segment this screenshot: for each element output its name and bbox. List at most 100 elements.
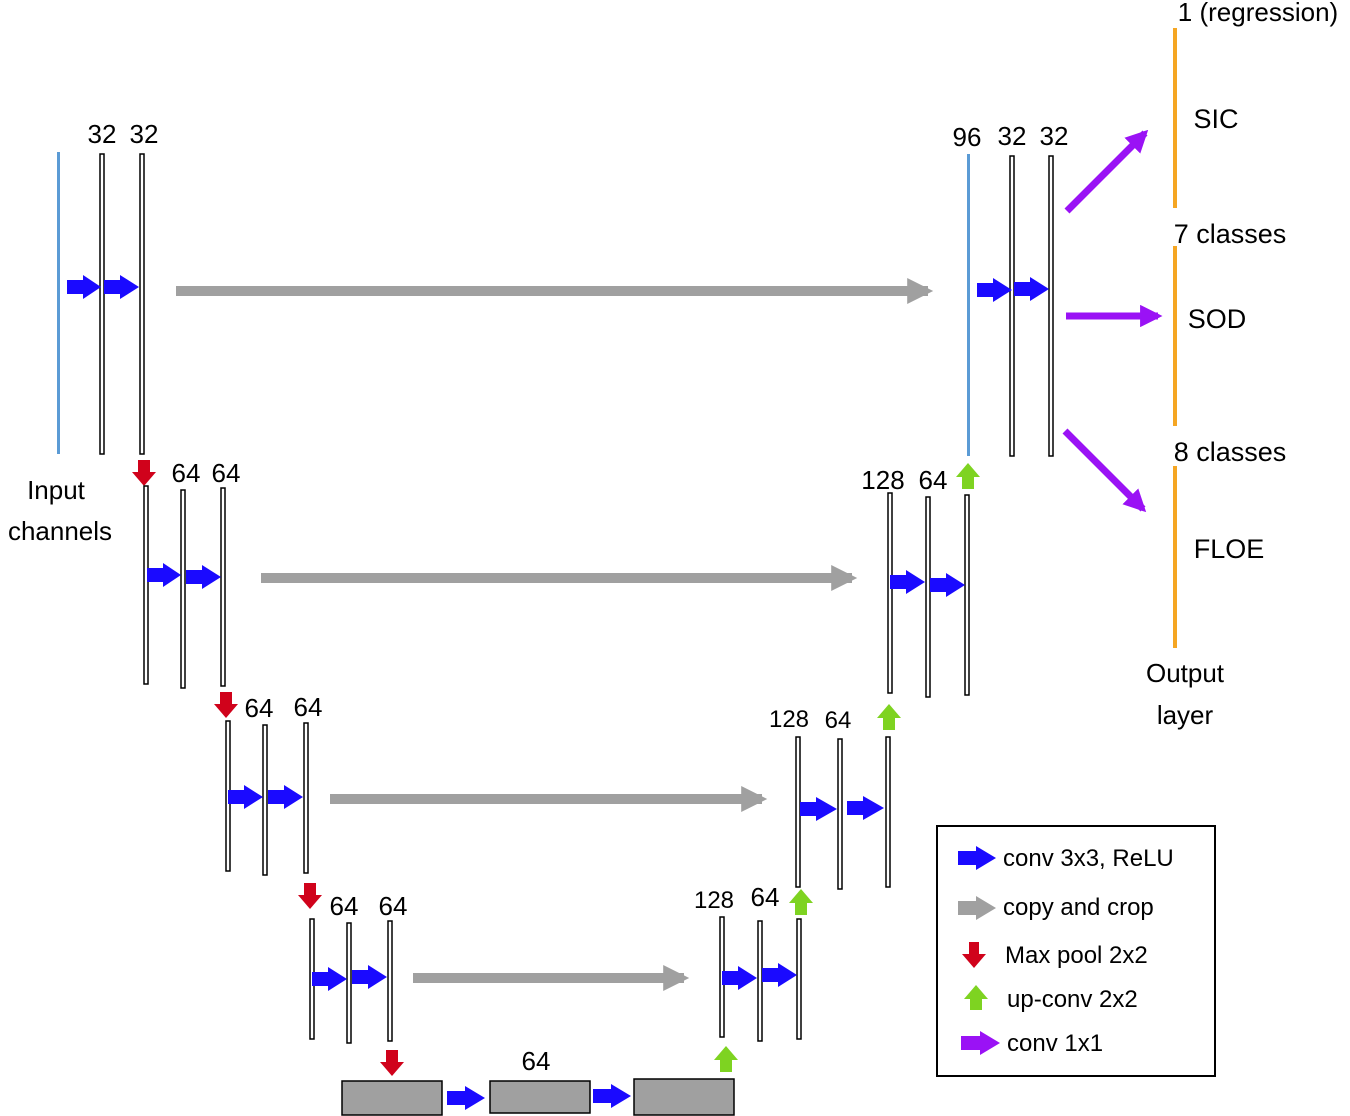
- channel-label: 128: [694, 887, 734, 914]
- output-bar-floe: [1173, 466, 1177, 648]
- feature-map: [796, 918, 802, 1040]
- conv-arrow: [930, 573, 965, 597]
- feature-map: [795, 736, 801, 888]
- conv-arrow: [352, 965, 387, 989]
- output-bar-sic: [1173, 28, 1177, 208]
- bottleneck: 64: [341, 1046, 735, 1116]
- conv-arrow: [312, 967, 347, 991]
- conv1x1-arrow-sic: [1064, 129, 1149, 214]
- channel-label: 64: [919, 465, 948, 495]
- channel-label: 64: [522, 1046, 551, 1076]
- feature-map: [757, 920, 763, 1042]
- channel-label: 32: [1040, 121, 1069, 151]
- channel-label: 32: [130, 119, 159, 149]
- sic-channels-label: 1 (regression): [1178, 0, 1338, 27]
- legend-pool-icon: [962, 942, 986, 968]
- conv-arrow: [268, 785, 303, 809]
- decoder-level-1: 96 32 32: [953, 121, 1069, 489]
- legend-pool-label: Max pool 2x2: [1005, 942, 1148, 969]
- conv-arrow: [722, 966, 757, 990]
- feature-map: [139, 153, 145, 455]
- output-layer-label: Output: [1146, 658, 1225, 688]
- input-channels-bar: [57, 152, 60, 454]
- max-pool-arrow: [380, 1050, 404, 1076]
- up-conv-arrow: [877, 704, 901, 730]
- decoder-level-4: 128 64: [694, 882, 802, 1072]
- up-conv-arrow: [956, 463, 980, 489]
- feature-map: [837, 738, 843, 890]
- channel-label: 96: [953, 122, 982, 152]
- conv-arrow: [67, 275, 101, 299]
- legend-copy-label: copy and crop: [1003, 894, 1154, 921]
- floe-channels-label: 8 classes: [1174, 437, 1287, 467]
- conv-arrow: [800, 797, 837, 821]
- conv1x1-arrow-floe: [1062, 428, 1147, 513]
- conv-arrow: [1014, 277, 1049, 301]
- legend: conv 3x3, ReLU copy and crop Max pool 2x…: [936, 825, 1216, 1077]
- legend-conv1x1-label: conv 1x1: [1007, 1030, 1103, 1057]
- feature-map: [1048, 155, 1054, 457]
- channel-label: 64: [294, 692, 323, 722]
- feature-map: [303, 722, 309, 874]
- floe-label: FLOE: [1194, 534, 1265, 564]
- channel-label: 32: [88, 119, 117, 149]
- encoder-level-2: 64 64: [132, 458, 241, 689]
- feature-map: [964, 494, 970, 696]
- encoder-level-3: 64 64: [214, 692, 323, 876]
- max-pool-arrow: [132, 460, 156, 486]
- legend-upconv-icon: [964, 985, 988, 1010]
- feature-map: [887, 492, 893, 694]
- max-pool-arrow: [214, 692, 238, 718]
- legend-upconv-label: up-conv 2x2: [1007, 986, 1138, 1013]
- up-conv-arrow: [789, 889, 813, 915]
- sic-label: SIC: [1193, 104, 1238, 134]
- input-label: Input: [27, 475, 86, 505]
- feature-map: [99, 153, 105, 455]
- conv-arrow: [762, 963, 797, 987]
- output-bar-sod: [1173, 246, 1177, 426]
- output-layer-label: layer: [1157, 700, 1214, 730]
- conv-arrow: [104, 275, 139, 299]
- feature-map: [220, 487, 226, 687]
- sod-channels-label: 7 classes: [1174, 219, 1287, 249]
- bottleneck-block: [489, 1080, 591, 1114]
- encoder-level-1: 32 32: [57, 119, 159, 455]
- legend-copy-icon: [958, 896, 996, 920]
- decoder-level-2: 128 64: [861, 465, 970, 730]
- sod-label: SOD: [1188, 304, 1247, 334]
- input-label: channels: [8, 516, 112, 546]
- channel-label: 64: [751, 882, 780, 912]
- conv-arrow: [147, 563, 181, 587]
- decoder-level-3: 128 64: [769, 706, 891, 915]
- channel-label: 64: [330, 891, 359, 921]
- legend-conv-icon: [958, 846, 996, 870]
- feature-map: [346, 922, 352, 1044]
- feature-map: [885, 736, 891, 888]
- channel-label: 64: [379, 891, 408, 921]
- bottleneck-block: [341, 1080, 443, 1116]
- conv-arrow: [228, 785, 263, 809]
- channel-label: 64: [172, 458, 201, 488]
- feature-map: [180, 489, 186, 689]
- concat-bar: [967, 154, 970, 456]
- feature-map: [387, 920, 393, 1042]
- conv-arrow: [447, 1086, 485, 1110]
- feature-map: [143, 485, 149, 685]
- channel-label: 128: [861, 465, 904, 495]
- feature-map: [262, 724, 268, 876]
- up-conv-arrow: [714, 1046, 738, 1072]
- channel-label: 64: [212, 458, 241, 488]
- conv-arrow: [593, 1084, 631, 1108]
- feature-map: [1009, 155, 1015, 457]
- channel-label: 64: [825, 707, 852, 734]
- conv-arrow: [890, 570, 925, 594]
- conv-arrow: [847, 796, 884, 820]
- channel-label: 32: [998, 121, 1027, 151]
- bottleneck-block: [633, 1078, 735, 1116]
- legend-conv-label: conv 3x3, ReLU: [1003, 845, 1174, 872]
- channel-label: 128: [769, 706, 809, 733]
- legend-conv1x1-icon: [961, 1031, 1000, 1055]
- conv-arrow: [186, 565, 221, 589]
- feature-map: [925, 496, 931, 698]
